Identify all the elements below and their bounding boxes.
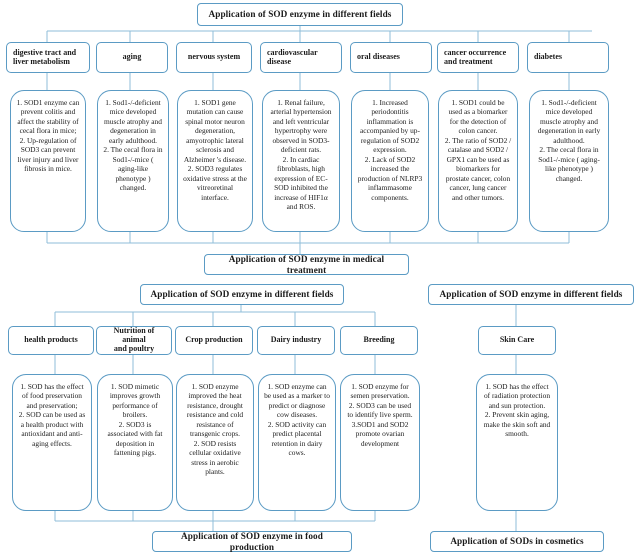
- detail-text: 1. SOD enzyme improved the heat resistan…: [186, 382, 244, 477]
- detail-box-aging: 1. Sod1-/-deficient mice developed muscl…: [97, 90, 169, 232]
- detail-text: 1. Increased periodontitis inflammation …: [357, 98, 423, 202]
- category-breeding[interactable]: Breeding: [340, 326, 418, 355]
- detail-box-nutrition: 1. SOD mimetic improves growth performan…: [97, 374, 173, 511]
- detail-text: 1. SOD enzyme for semen preservation. 2.…: [347, 382, 413, 448]
- detail-box-skin-care: 1. SOD has the effect of radiation prote…: [476, 374, 558, 511]
- detail-box-health-products: 1. SOD has the effect of food preservati…: [12, 374, 92, 511]
- detail-box-breeding: 1. SOD enzyme for semen preservation. 2.…: [340, 374, 420, 511]
- detail-box-cardiovascular: 1. Renal failure, arterial hypertension …: [262, 90, 340, 232]
- category-diabetes[interactable]: diabetes: [527, 42, 609, 73]
- category-oral-diseases[interactable]: oral diseases: [350, 42, 432, 73]
- detail-box-dairy: 1. SOD enzyme can be used as a marker to…: [258, 374, 336, 511]
- detail-box-cancer: 1. SOD1 could be used as a biomarker for…: [438, 90, 518, 232]
- detail-text: 1. SOD has the effect of food preservati…: [18, 382, 86, 448]
- detail-text: 1. SOD mimetic improves growth performan…: [107, 382, 163, 458]
- category-cardiovascular-disease[interactable]: cardiovascular disease: [260, 42, 342, 73]
- detail-text: 1. SOD1 gene mutation can cause spinal m…: [183, 98, 247, 202]
- cosmetics-root-title: Application of SOD enzyme in different f…: [428, 284, 634, 305]
- detail-text: 1. Sod1-/-deficient mice developed muscl…: [103, 98, 163, 193]
- detail-text: 1. Sod1-/-deficient mice developed muscl…: [537, 98, 601, 183]
- detail-text: 1. SOD1 enzyme can prevent colitis and a…: [16, 98, 80, 174]
- detail-text: 1. Renal failure, arterial hypertension …: [270, 98, 332, 212]
- detail-box-nervous: 1. SOD1 gene mutation can cause spinal m…: [177, 90, 253, 232]
- detail-text: 1. SOD enzyme can be used as a marker to…: [264, 382, 330, 458]
- food-footer-title: Application of SOD enzyme in food produc…: [152, 531, 352, 552]
- category-nutrition-animal-poultry[interactable]: Nutrition of animal and poultry: [96, 326, 172, 355]
- category-nervous-system[interactable]: nervous system: [176, 42, 252, 73]
- detail-box-digestive: 1. SOD1 enzyme can prevent colitis and a…: [10, 90, 86, 232]
- category-health-products[interactable]: health products: [8, 326, 94, 355]
- detail-box-oral: 1. Increased periodontitis inflammation …: [351, 90, 429, 232]
- detail-text: 1. SOD1 could be used as a biomarker for…: [444, 98, 512, 202]
- category-aging[interactable]: aging: [96, 42, 168, 73]
- detail-text: 1. SOD has the effect of radiation prote…: [483, 382, 551, 439]
- medical-footer-title: Application of SOD enzyme in medical tre…: [204, 254, 409, 275]
- food-root-title: Application of SOD enzyme in different f…: [140, 284, 344, 305]
- medical-root-title: Application of SOD enzyme in different f…: [197, 3, 403, 26]
- cosmetics-footer-title: Application of SODs in cosmetics: [430, 531, 604, 552]
- category-digestive-tract-liver-metabolism[interactable]: digestive tract and liver metabolism: [6, 42, 90, 73]
- category-skin-care[interactable]: Skin Care: [478, 326, 556, 355]
- category-cancer-occurrence-treatment[interactable]: cancer occurrence and treatment: [437, 42, 519, 73]
- detail-box-diabetes: 1. Sod1-/-deficient mice developed muscl…: [529, 90, 609, 232]
- category-dairy-industry[interactable]: Dairy industry: [257, 326, 335, 355]
- detail-box-crop: 1. SOD enzyme improved the heat resistan…: [176, 374, 254, 511]
- category-crop-production[interactable]: Crop production: [175, 326, 253, 355]
